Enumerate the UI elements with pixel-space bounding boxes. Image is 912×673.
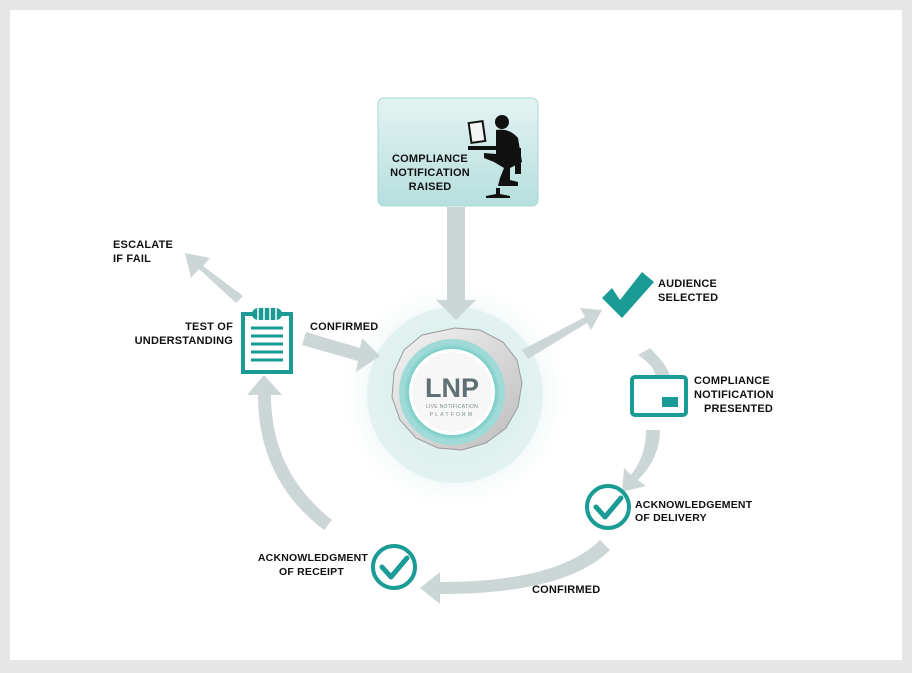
lnp-workflow-diagram: COMPLIANCE NOTIFICATION RAISED LNP LIVE … (113, 97, 774, 604)
arrow-delivery-to-receipt (420, 540, 610, 604)
audience-line2: SELECTED (658, 292, 718, 304)
lnp-logo: LNP LIVE NOTIFICATION PLATFORM (391, 327, 523, 451)
arrow-audience-to-presented (638, 348, 670, 378)
logo-subtitle-2: PLATFORM (430, 412, 474, 418)
receipt-line1: ACKNOWLEDGMENT (258, 552, 369, 564)
screen-icon (630, 375, 688, 417)
arrow-receipt-to-clipboard (247, 375, 332, 530)
raised-line1: COMPLIANCE (392, 153, 468, 165)
compliance-raised-box: COMPLIANCE NOTIFICATION RAISED (377, 97, 539, 207)
arrow-confirmed-to-center (302, 332, 380, 372)
diagram-canvas: COMPLIANCE NOTIFICATION RAISED LNP LIVE … (10, 10, 902, 660)
raised-line2: NOTIFICATION (390, 167, 470, 179)
check-circle-icon (585, 484, 631, 530)
presented-line2: NOTIFICATION (694, 389, 774, 401)
escalate-line1: ESCALATE (113, 239, 173, 251)
audience-line1: AUDIENCE (658, 278, 717, 290)
presented-line3: PRESENTED (704, 403, 773, 415)
check-circle-icon (371, 544, 417, 590)
arrow-presented-to-delivery (622, 430, 660, 492)
receipt-line2: OF RECEIPT (279, 566, 344, 578)
arrow-to-escalate (185, 253, 243, 303)
raised-line3: RAISED (409, 181, 452, 193)
checkmark-icon (602, 272, 654, 318)
escalate-line2: IF FAIL (113, 253, 151, 265)
person-at-laptop-icon (467, 115, 522, 198)
delivery-line2: OF DELIVERY (635, 512, 707, 524)
logo-title: LNP (425, 373, 479, 403)
delivery-line1: ACKNOWLEDGEMENT (635, 499, 753, 511)
test-line1: TEST OF (185, 321, 233, 333)
clipboard-icon (241, 308, 293, 374)
arrow-center-to-audience (522, 308, 602, 359)
confirmed-left-label: CONFIRMED (310, 321, 378, 333)
flow-arrows (185, 207, 670, 604)
presented-line1: COMPLIANCE (694, 375, 770, 387)
logo-inner (412, 352, 492, 432)
confirmed-bottom-label: CONFIRMED (532, 584, 600, 596)
arrow-raised-to-center (436, 207, 476, 320)
test-line2: UNDERSTANDING (135, 335, 233, 347)
logo-subtitle-1: LIVE NOTIFICATION (426, 404, 478, 410)
